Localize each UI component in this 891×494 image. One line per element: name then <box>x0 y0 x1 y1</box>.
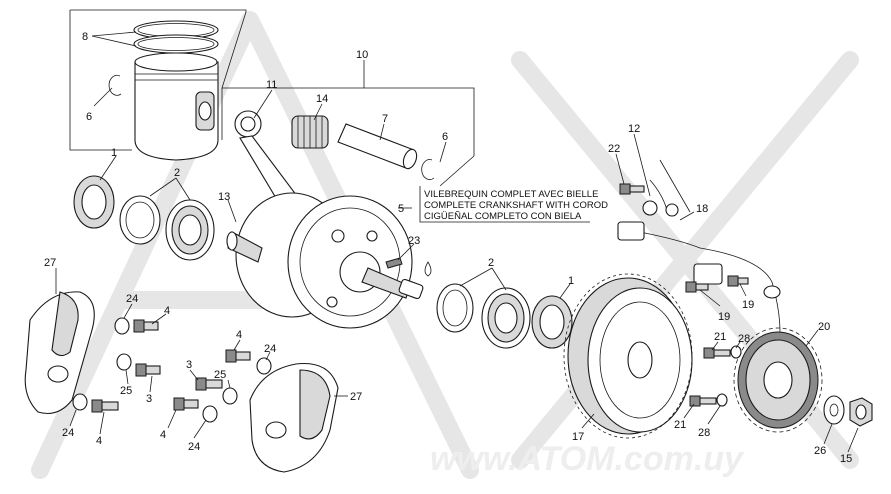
callout-5: 5 <box>398 203 404 215</box>
callout-7: 7 <box>382 113 388 125</box>
callout-1-left: 1 <box>111 147 117 159</box>
woodruff-key <box>385 257 403 269</box>
callout-24-b: 24 <box>62 427 74 439</box>
callout-4-c: 4 <box>236 329 242 341</box>
left-hardware <box>72 317 161 413</box>
callout-10: 10 <box>356 49 368 61</box>
callout-24-c: 24 <box>264 343 276 355</box>
callout-2-right: 2 <box>488 257 494 269</box>
piston-kit-box <box>69 9 475 187</box>
stator <box>733 327 823 433</box>
callout-21-bottom: 21 <box>674 419 686 431</box>
callout-4-a: 4 <box>164 305 170 317</box>
callout-23: 23 <box>408 235 420 247</box>
circlip-left <box>108 74 122 96</box>
callout-8: 8 <box>82 31 88 43</box>
leader-lines <box>55 31 859 453</box>
callout-24-d: 24 <box>188 441 200 453</box>
callout-4-b: 4 <box>96 435 102 447</box>
callout-labels: 8 6 10 11 14 7 6 1 2 13 5 23 2 1 12 22 1… <box>44 31 852 465</box>
callout-6-right: 6 <box>442 131 448 143</box>
callout-1-right: 1 <box>568 275 574 287</box>
callout-19-right: 19 <box>742 299 754 311</box>
callout-17: 17 <box>572 431 584 443</box>
bearing-right <box>436 283 531 349</box>
callout-6-left: 6 <box>86 111 92 123</box>
seal-right <box>531 295 573 349</box>
crankshaft-legend: VILEBREQUIN COMPLET AVEC BIELLE COMPLETE… <box>419 186 608 223</box>
callout-27-left: 27 <box>44 257 56 269</box>
screw-21b <box>689 393 728 407</box>
callout-28-top: 28 <box>738 333 750 345</box>
needle-bearing <box>291 115 329 149</box>
nut-15 <box>849 397 873 427</box>
flywheel-rotor <box>563 273 693 439</box>
crank-guard-right <box>249 362 339 473</box>
crankshaft <box>226 192 424 329</box>
piston-pin <box>337 123 418 170</box>
callout-26: 26 <box>814 445 826 457</box>
screw-19a <box>685 281 709 293</box>
wiring-harness <box>617 159 781 333</box>
legend-line-es: CIGÜEÑAL COMPLETO CON BIELA <box>424 211 582 222</box>
piston <box>134 52 219 161</box>
callout-24-a: 24 <box>126 293 138 305</box>
callout-19-left: 19 <box>718 311 730 323</box>
callout-28-bottom: 28 <box>698 427 710 439</box>
legend-line-en: COMPLETE CRANKSHAFT WITH COROD <box>424 200 608 211</box>
circlip-right <box>421 159 435 180</box>
screw-19b <box>727 275 749 287</box>
callout-13: 13 <box>218 191 230 203</box>
callout-12: 12 <box>628 123 640 135</box>
callout-4-d: 4 <box>160 429 166 441</box>
callout-18: 18 <box>696 203 708 215</box>
seal-left <box>73 175 115 229</box>
screw-22 <box>619 183 645 195</box>
callout-21-top: 21 <box>714 331 726 343</box>
screw-21a <box>703 345 742 359</box>
oil-drop-icon <box>424 261 432 277</box>
callout-14: 14 <box>316 93 328 105</box>
washer-26 <box>823 395 845 425</box>
callout-20: 20 <box>818 321 830 333</box>
callout-22: 22 <box>608 143 620 155</box>
callout-2-left: 2 <box>174 167 180 179</box>
bearing-left <box>119 195 215 261</box>
legend-line-fr: VILEBREQUIN COMPLET AVEC BIELLE <box>424 189 598 200</box>
piston-rings <box>133 20 219 54</box>
callout-15: 15 <box>840 453 852 465</box>
crank-guard-left <box>24 291 95 415</box>
watermark-text: www.ATOM.com.uy <box>430 440 745 478</box>
callout-3-center: 3 <box>186 359 192 371</box>
callout-27-right: 27 <box>350 391 362 403</box>
callout-25-left: 25 <box>120 385 132 397</box>
callout-3-left: 3 <box>146 393 152 405</box>
center-hardware <box>173 349 272 423</box>
callout-25-center: 25 <box>214 369 226 381</box>
callout-11: 11 <box>266 79 277 91</box>
